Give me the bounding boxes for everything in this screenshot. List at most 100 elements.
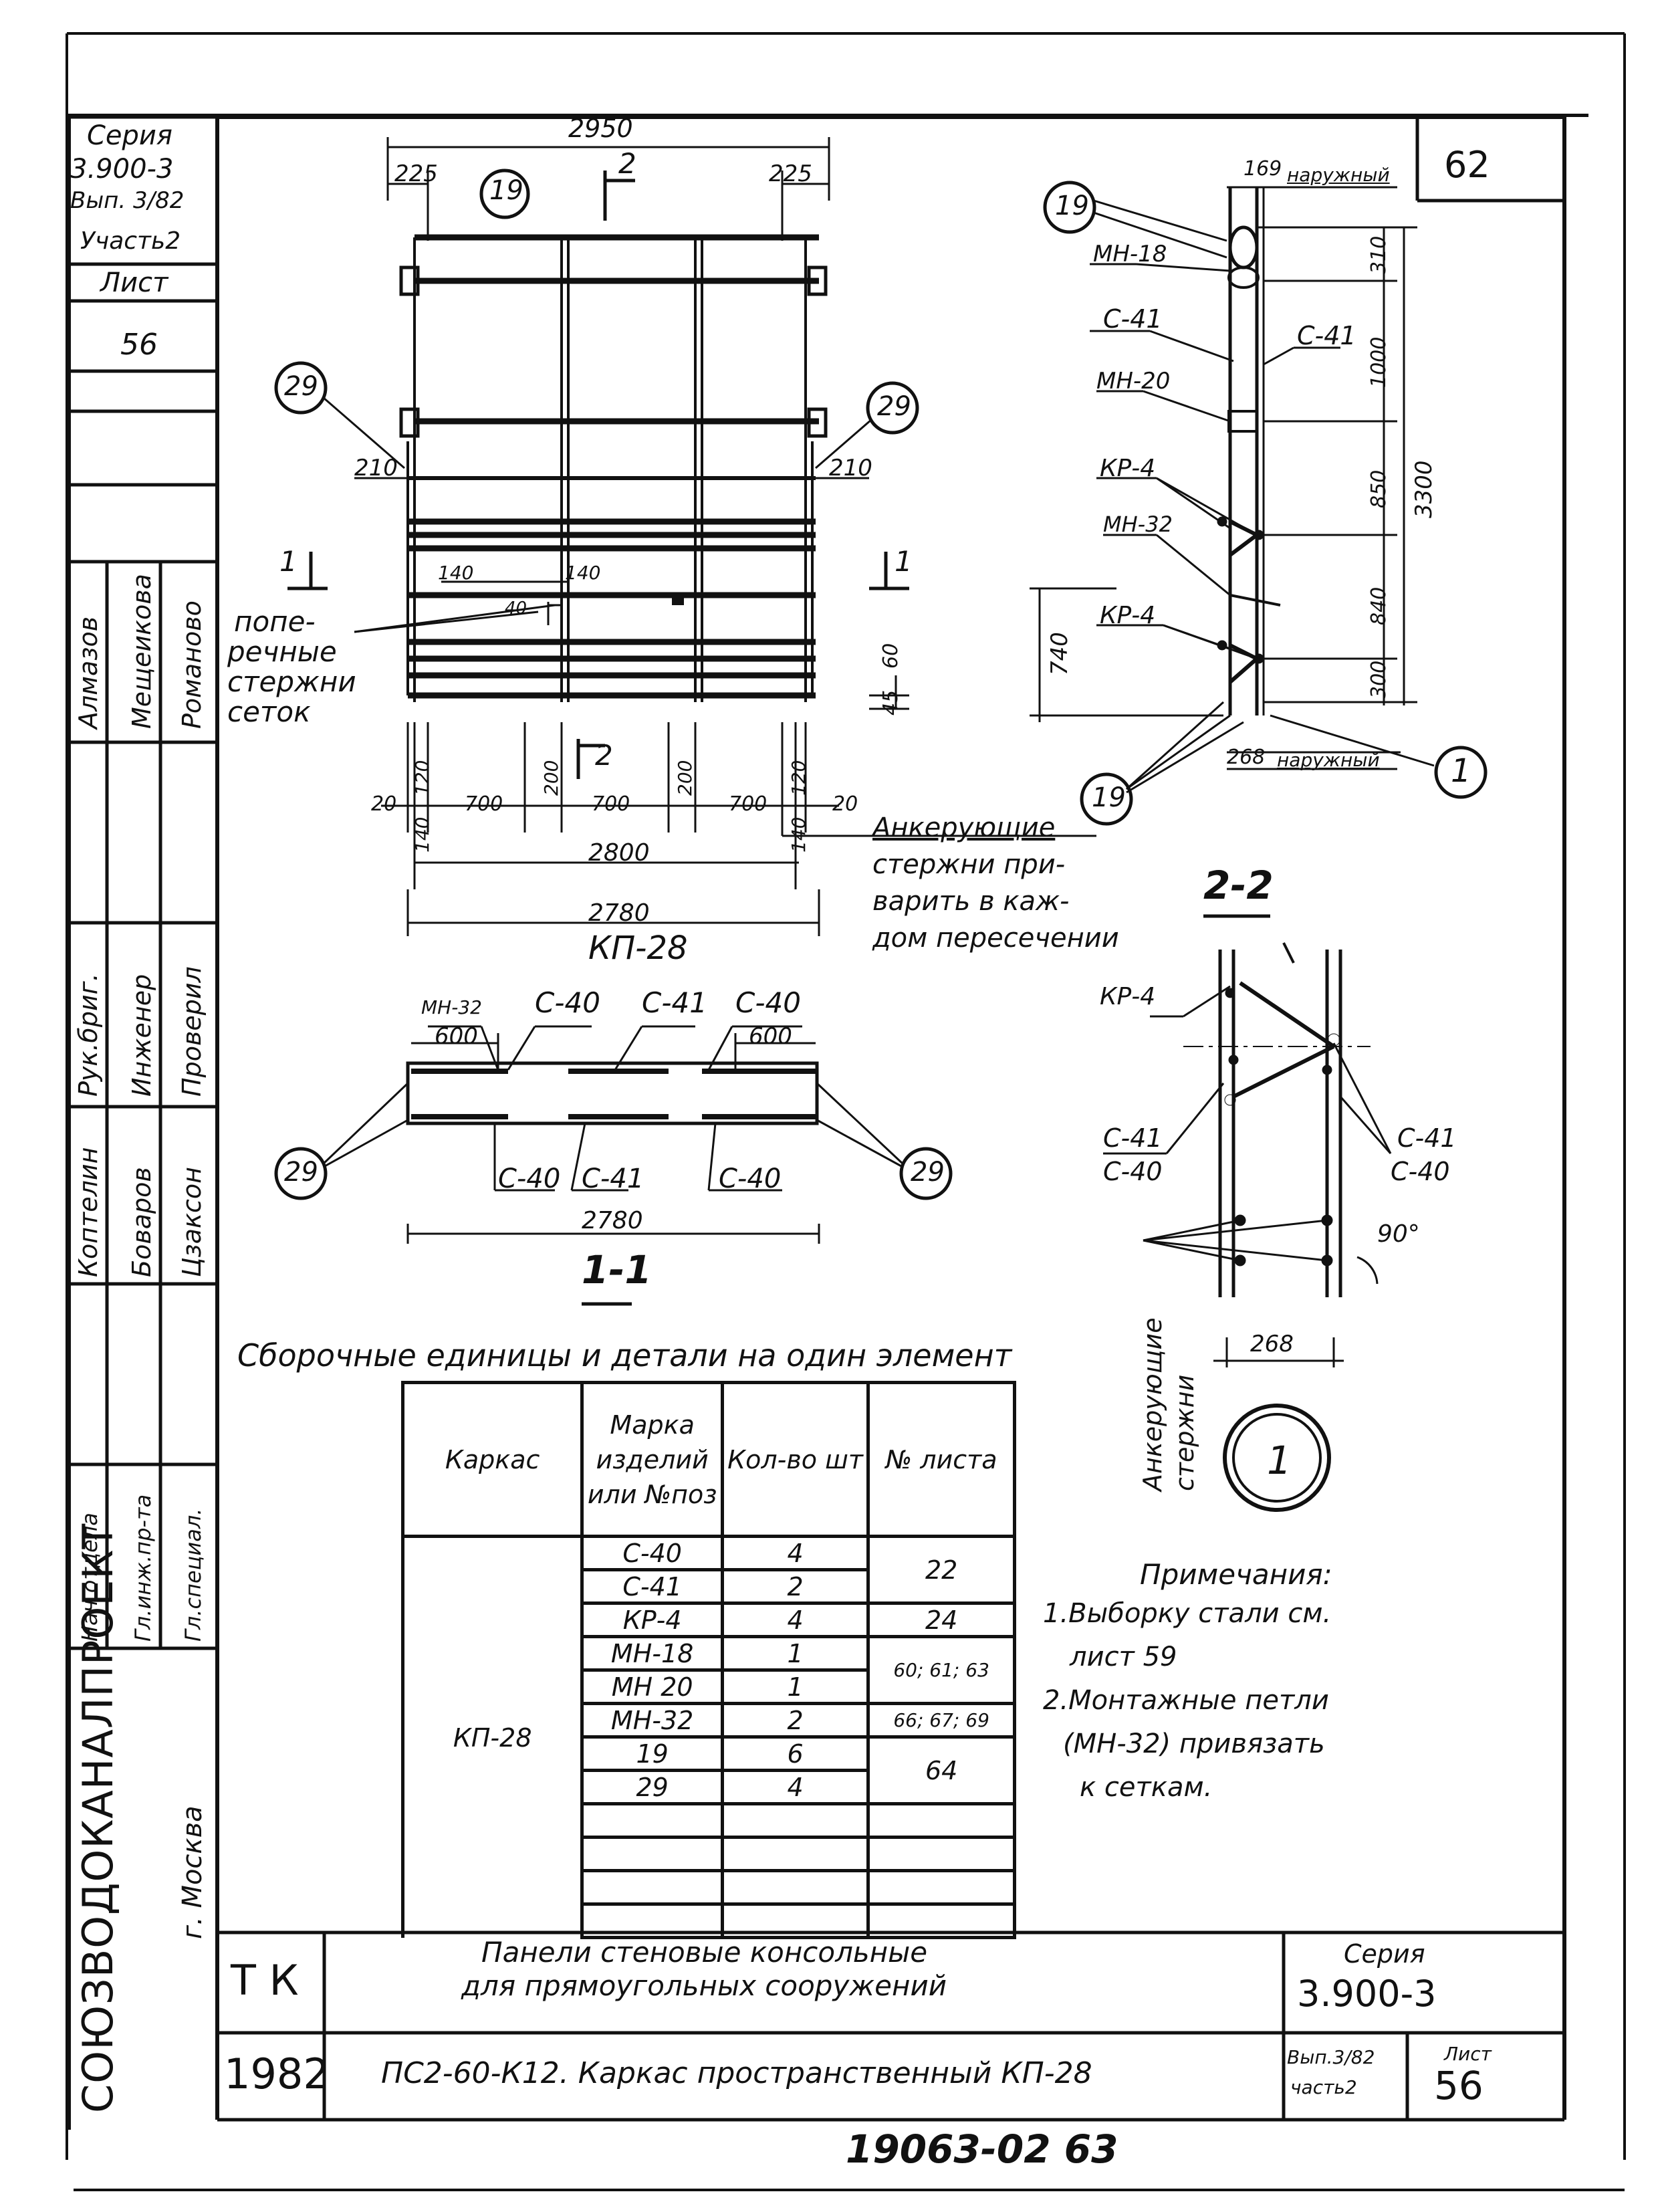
table-row-empty xyxy=(403,1802,1016,1839)
dim-120-left: 120 xyxy=(411,760,433,796)
callout-29-left: 29 xyxy=(284,371,318,402)
note-transverse-2: речные xyxy=(227,635,337,668)
dim-140-b: 140 xyxy=(565,562,601,584)
header-mark: Марка изделий или №поз xyxy=(580,1381,724,1538)
cell-qty-0: 4 xyxy=(720,1535,870,1571)
dim-140-d: 140 xyxy=(788,816,810,853)
s22-kp4-a: КР-4 xyxy=(1100,455,1156,482)
side-sign-2: Мещеикова xyxy=(127,574,156,729)
s22-dim-850: 850 xyxy=(1367,469,1391,508)
dim-2950: 2950 xyxy=(568,114,633,143)
side-sign-3: Романово xyxy=(177,600,207,729)
cell-mark-2: КР-4 xyxy=(580,1601,724,1638)
anchor-note-2: стержни при- xyxy=(872,849,1066,880)
s11-c41: С-41 xyxy=(642,986,707,1019)
tb-series-label: Серия xyxy=(1344,1939,1425,1969)
s22-callout-19-bottom: 19 xyxy=(1092,782,1126,813)
cell-qty-3: 1 xyxy=(720,1635,870,1672)
d1-left-top: С-41 xyxy=(1103,1123,1163,1153)
s11-dim-600-right: 600 xyxy=(749,1023,792,1050)
cell-qty-1: 2 xyxy=(720,1568,870,1605)
s22-dim-840: 840 xyxy=(1367,586,1391,625)
cell-qty-5: 2 xyxy=(720,1702,870,1739)
cell-qty-4: 1 xyxy=(720,1668,870,1705)
s11-dim-600-left: 600 xyxy=(435,1023,478,1050)
d1-left-bot: С-40 xyxy=(1103,1157,1163,1186)
d1-callout: 1 xyxy=(1267,1438,1292,1483)
anchor-note-1: Анкерующие xyxy=(872,812,1056,843)
s11-c40-bot-b: С-40 xyxy=(719,1164,782,1194)
d1-right-bot: С-40 xyxy=(1391,1157,1450,1186)
cell-mark-7: 29 xyxy=(580,1769,724,1805)
notes-line-5: к сеткам. xyxy=(1080,1772,1213,1803)
section-mark-1-left: 1 xyxy=(279,545,298,578)
s11-c40-b: С-40 xyxy=(735,986,801,1019)
table-row: МН 20 1 xyxy=(403,1668,1015,1705)
side-role-2: Гл.инж.пр-та xyxy=(130,1494,156,1642)
plan-title: КП-28 xyxy=(588,929,688,967)
stamp-issue: Вып. 3/82 xyxy=(70,187,185,214)
tb-sheet-label: Лист xyxy=(1444,2043,1492,2065)
d1-right-top: С-41 xyxy=(1397,1123,1457,1153)
s22-dim-169: 169 xyxy=(1243,157,1282,181)
table-row: 29 4 xyxy=(403,1769,1015,1805)
cell-sheet-2: 60; 61; 63 xyxy=(866,1635,1016,1705)
s11-callout-29-right: 29 xyxy=(911,1157,945,1188)
section-mark-1-right: 1 xyxy=(895,545,913,578)
s22-dim-310: 310 xyxy=(1367,235,1391,274)
side-sign-1: Алмазов xyxy=(74,616,103,729)
side-name-1: Коптелин xyxy=(74,1147,103,1277)
cell-mark-6: 19 xyxy=(580,1735,724,1772)
dim-700-b: 700 xyxy=(592,792,630,816)
stamp-sheet-label: Лист xyxy=(100,267,168,298)
dim-45: 45 xyxy=(879,689,903,715)
table-row: КР-4 4 24 xyxy=(403,1601,1016,1638)
dim-700-c: 700 xyxy=(729,792,767,816)
dim-120-right: 120 xyxy=(788,760,810,796)
dim-40: 40 xyxy=(505,598,527,619)
tb-issue: Вып.3/82 xyxy=(1287,2046,1375,2068)
dim-210-left: 210 xyxy=(354,455,398,481)
dim-700-a: 700 xyxy=(465,792,503,816)
section-mark-2-top: 2 xyxy=(618,147,636,180)
cell-qty-2: 4 xyxy=(720,1601,870,1638)
spec-table: Каркас Марка изделий или №поз Кол-во шт … xyxy=(400,1381,1016,1939)
note-transverse-4: сеток xyxy=(227,695,311,728)
table-row: МН-18 1 60; 61; 63 xyxy=(403,1635,1016,1705)
s22-dim-1000: 1000 xyxy=(1367,336,1391,388)
dim-225-left: 225 xyxy=(394,160,438,187)
org-city: г. Москва xyxy=(177,1805,208,1939)
cell-mark-5: МН-32 xyxy=(580,1702,724,1739)
side-role2-1: Рук.бриг. xyxy=(74,973,103,1097)
callout-19-plan: 19 xyxy=(489,175,523,206)
dim-210-right: 210 xyxy=(829,455,872,481)
s22-dim-3300: 3300 xyxy=(1411,460,1437,518)
d1-dim-268: 268 xyxy=(1250,1331,1294,1357)
note-transverse-1: попе- xyxy=(234,605,316,638)
tb-name-1: Панели стеновые консольные xyxy=(481,1936,928,1969)
table-row: 19 6 64 xyxy=(403,1735,1016,1805)
s11-c41-bot: С-41 xyxy=(582,1164,644,1194)
stamp-part: Участь2 xyxy=(80,227,181,255)
s22-dim-740: 740 xyxy=(1046,632,1073,675)
table-row-empty xyxy=(403,1836,1016,1872)
s22-c41-right: С-41 xyxy=(1297,321,1356,350)
table-title: Сборочные единицы и детали на один элеме… xyxy=(237,1337,1012,1373)
tb-name-2: для прямоугольных сооружений xyxy=(461,1969,947,2002)
table-row: КП-28 С-40 4 22 xyxy=(400,1535,1016,1938)
stamp-series-value: 3.900-3 xyxy=(70,154,174,185)
corner-sheet-number: 62 xyxy=(1444,144,1490,186)
s22-kp4-b: КР-4 xyxy=(1100,602,1156,629)
anchor-note-4: дом пересечении xyxy=(872,923,1119,954)
section-mark-2-bottom: 2 xyxy=(595,739,613,772)
s11-dim-2780: 2780 xyxy=(582,1207,643,1234)
notes-line-1: 1.Выборку стали см. xyxy=(1043,1598,1332,1629)
s22-callout-1: 1 xyxy=(1451,752,1471,790)
s22-outer-bottom: наружный xyxy=(1277,749,1380,771)
cell-frame: КП-28 xyxy=(400,1535,584,1938)
cell-mark-3: МН-18 xyxy=(580,1635,724,1672)
cell-sheet-0: 22 xyxy=(866,1535,1016,1605)
s11-title: 1-1 xyxy=(582,1247,652,1293)
d1-angle: 90° xyxy=(1377,1220,1420,1248)
